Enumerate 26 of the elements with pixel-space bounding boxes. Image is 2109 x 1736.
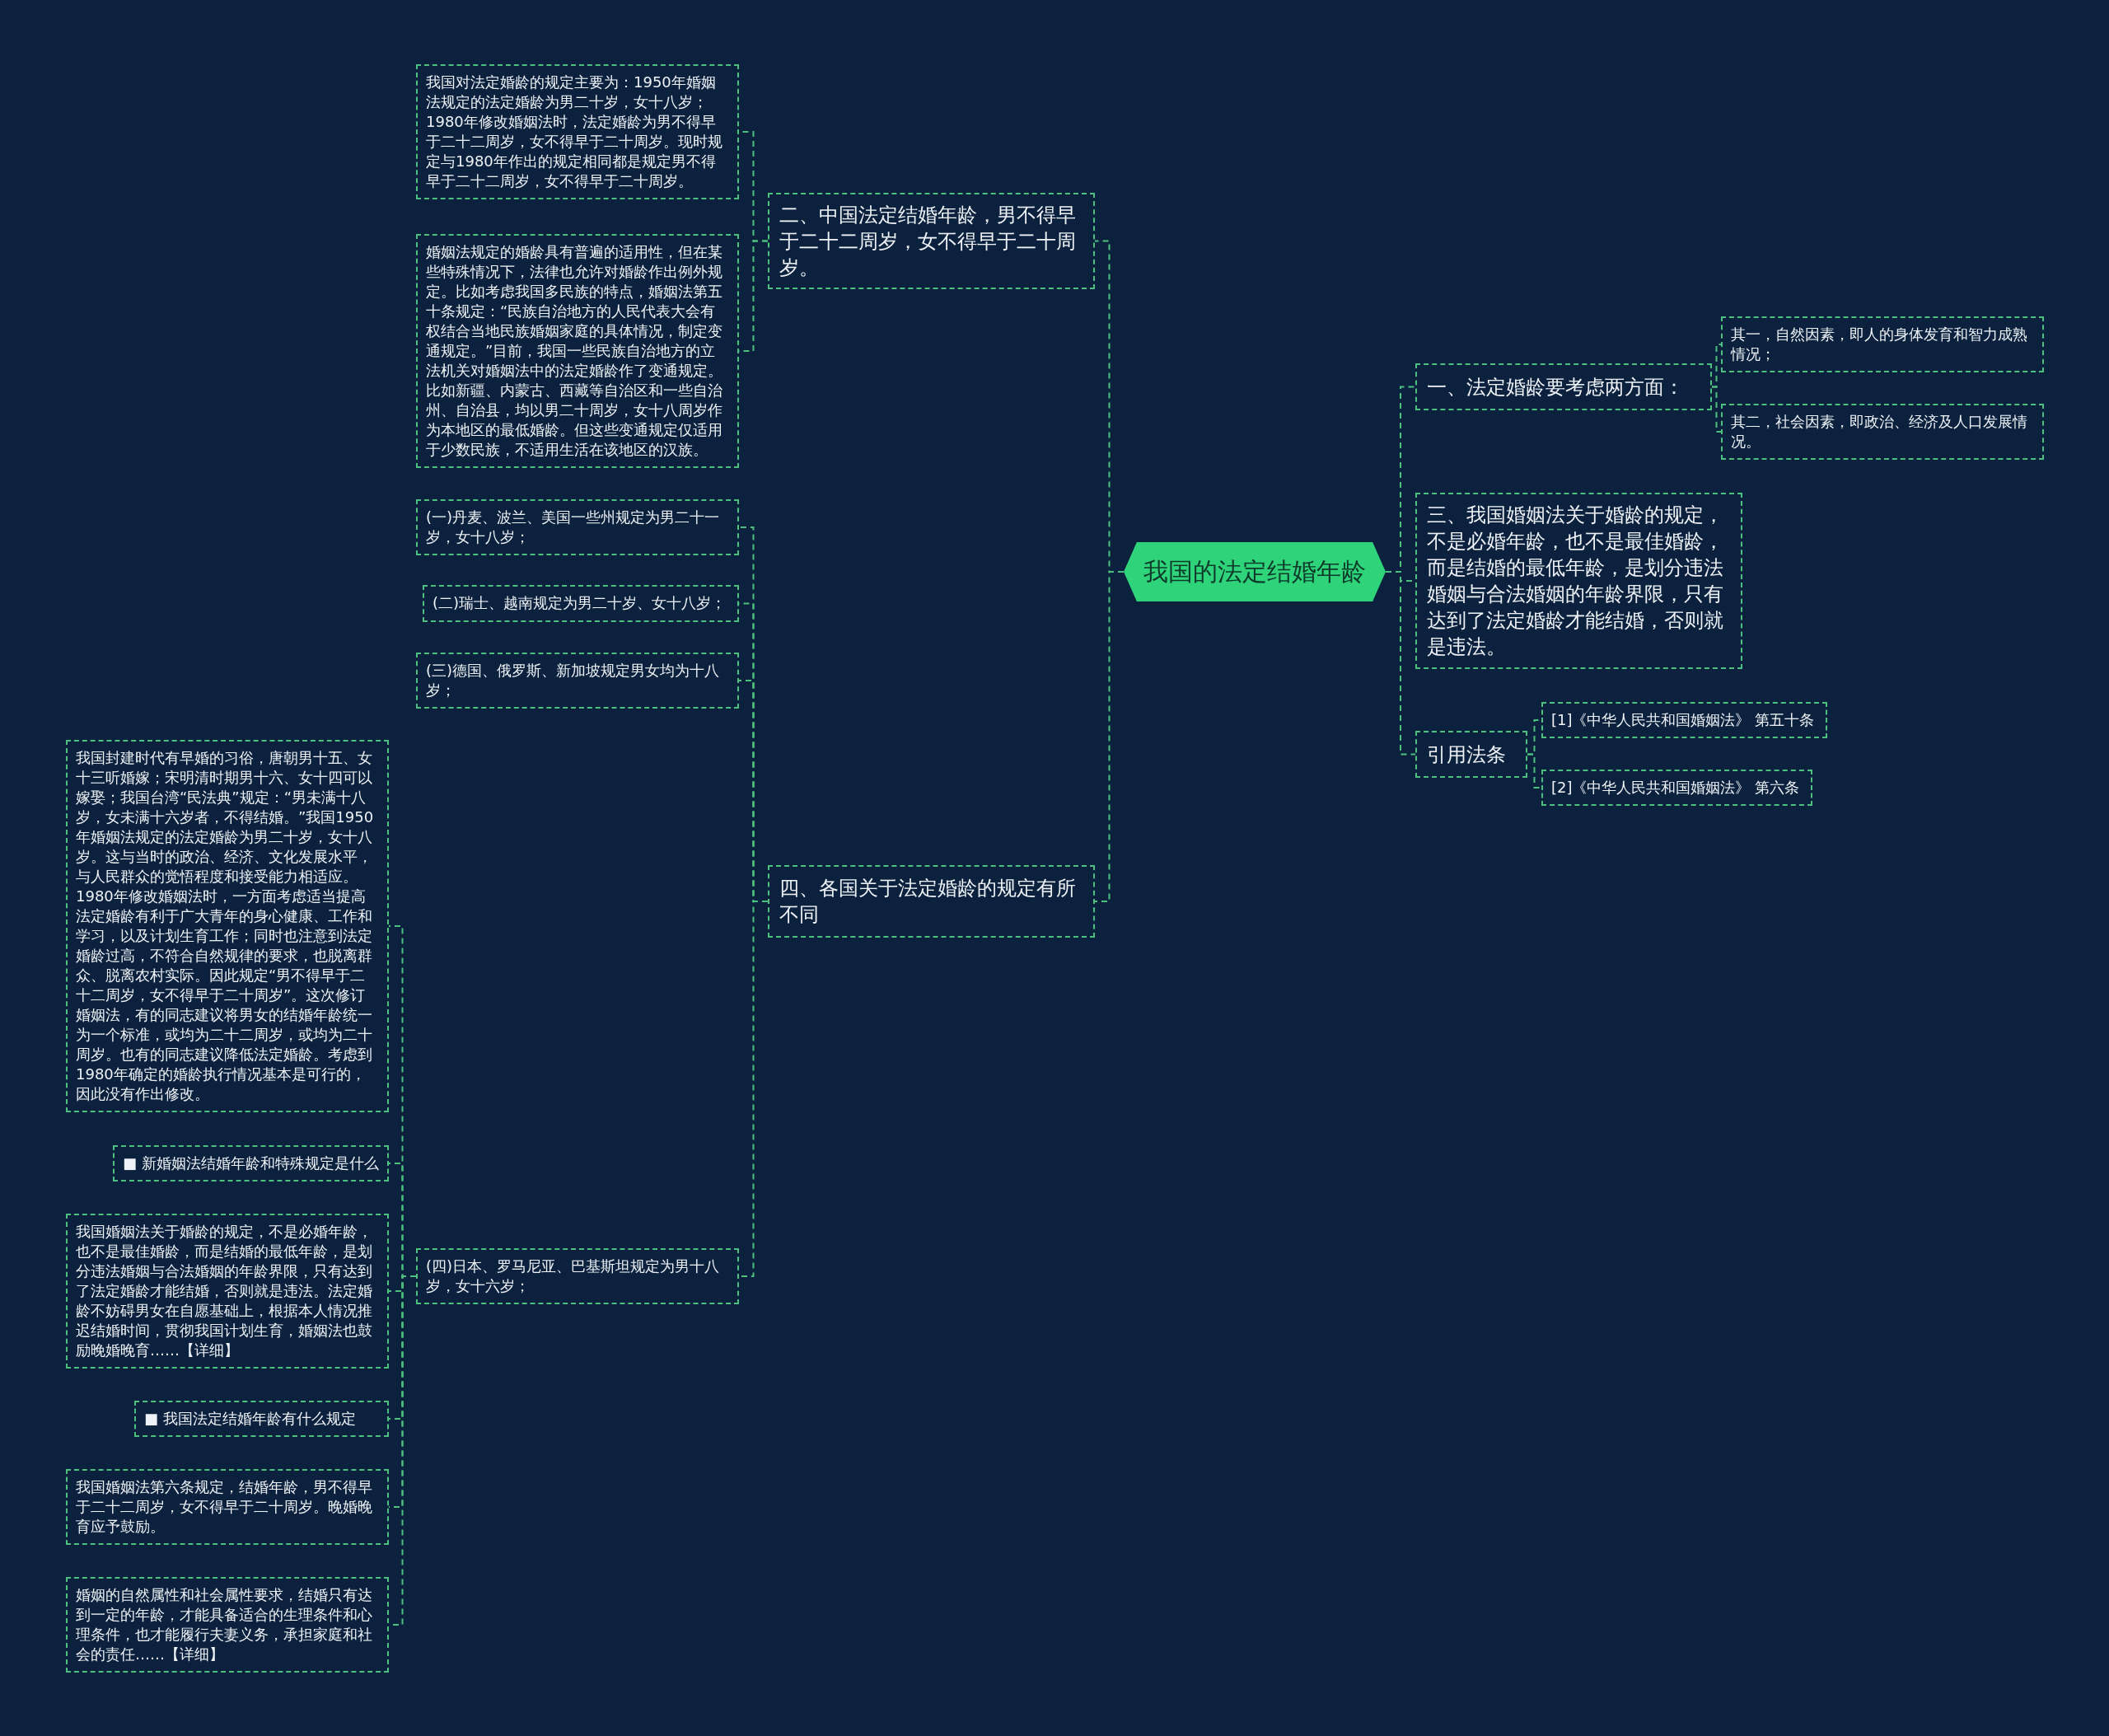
note-box: (三)德国、俄罗斯、新加坡规定男女均为十八岁； — [416, 653, 739, 709]
note-box: [1]《中华人民共和国婚姻法》 第五十条 — [1541, 702, 1827, 738]
topic-box: 一、法定婚龄要考虑两方面： — [1415, 363, 1712, 410]
note-box: 我国婚姻法关于婚龄的规定，不是必婚年龄，也不是最佳婚龄，而是结婚的最低年龄，是划分违法婚姻与合法婚姻的年龄界限，只有达到了法定婚龄才能结婚，否则就是违法。法定婚龄不妨碍男女在自愿基础上，根据本人情况推迟结婚时间，贯彻我国计划生育，婚姻法也鼓励晚婚晚育……【详细】 — [66, 1214, 389, 1369]
note-box: (一)丹麦、波兰、美国一些州规定为男二十一岁，女十八岁； — [416, 499, 739, 555]
topic-box: 引用法条 — [1415, 731, 1527, 778]
note-box: (二)瑞士、越南规定为男二十岁、女十八岁； — [423, 585, 739, 622]
connector — [1385, 571, 1416, 756]
note-box: 其一，自然因素，即人的身体发育和智力成熟情况； — [1721, 316, 2044, 372]
note-box: ■ 我国法定结婚年龄有什么规定 — [134, 1401, 389, 1437]
note-box: 我国封建时代有早婚的习俗，唐朝男十五、女十三听婚嫁；宋明清时期男十六、女十四可以嫁娶；我国台湾“民法典”规定：“男未满十八岁，女未满十六岁者，不得结婚。”我国1950年婚姻法规定的法定婚龄为男二十岁，女十八岁。这与当时的政治、经济、文化发展水平，与人民群众的觉悟程度和接受能力相适应。1980年修改婚姻法时，一方面考虑适当提高法定婚龄有利于广大青年的身心健康、工作和学习，以及计划生育工作；同时也注意到法定婚龄过高，不符合自然规律的要求，也脱离群众、脱离农村实际。因此规定“男不得早于二十二周岁，女不得早于二十周岁”。这次修订婚姻法，有的同志建议将男女的结婚年龄统一为一个标准，或均为二十二周岁，或均为二十周岁。也有的同志建议降低法定婚龄。考虑到1980年确定的婚龄执行情况基本是可行的，因此没有作出修改。 — [66, 740, 389, 1112]
topic-box: 四、各国关于法定婚龄的规定有所不同 — [768, 865, 1095, 938]
topic-box: 三、我国婚姻法关于婚龄的规定，不是必婚年龄，也不是最佳婚龄，而是结婚的最低年龄，是划分违法婚姻与合法婚姻的年龄界限，只有达到了法定婚龄才能结婚，否则就是违法。 — [1415, 493, 1742, 669]
central-topic: 我国的法定结婚年龄 — [1124, 542, 1386, 601]
topic-box: 二、中国法定结婚年龄，男不得早于二十二周岁，女不得早于二十周岁。 — [768, 193, 1095, 289]
note-box: 我国婚姻法第六条规定，结婚年龄，男不得早于二十二周岁，女不得早于二十周岁。晚婚晚育应予鼓励。 — [66, 1469, 389, 1545]
connector — [1527, 753, 1542, 788]
note-box: 我国对法定婚龄的规定主要为：1950年婚姻法规定的法定婚龄为男二十岁，女十八岁；1980年修改婚姻法时，法定婚龄为男不得早于二十二周岁，女不得早于二十周岁。现时规定与1980年作出的规定相同都是规定男不得早于二十二周岁，女不得早于二十周岁。 — [416, 64, 739, 199]
note-box: (四)日本、罗马尼亚、巴基斯坦规定为男十八岁，女十六岁； — [416, 1248, 739, 1304]
note-box: 婚姻法规定的婚龄具有普遍的适用性，但在某些特殊情况下，法律也允许对婚龄作出例外规定。比如考虑我国多民族的特点，婚姻法第五十条规定：“民族自治地方的人民代表大会有权结合当地民族婚姻家庭的具体情况，制定变通规定。”目前，我国一些民族自治地方的立法机关对婚姻法中的法定婚龄作了变通规定。比如新疆、内蒙古、西藏等自治区和一些自治州、自治县，均以男二十周岁，女十八周岁作为本地区的最低婚龄。但这些变通规定仅适用于少数民族，不适用生活在该地区的汉族。 — [416, 234, 739, 468]
note-box: 其二，社会因素，即政治、经济及人口发展情况。 — [1721, 404, 2044, 460]
note-box: [2]《中华人民共和国婚姻法》 第六条 — [1541, 770, 1812, 806]
note-box: 婚姻的自然属性和社会属性要求，结婚只有达到一定的年龄，才能具备适合的生理条件和心理条件，也才能履行夫妻义务，承担家庭和社会的责任……【详细】 — [66, 1577, 389, 1673]
connector — [738, 240, 769, 352]
note-box: ■ 新婚姻法结婚年龄和特殊规定是什么 — [113, 1145, 389, 1182]
connector — [1711, 386, 1722, 433]
